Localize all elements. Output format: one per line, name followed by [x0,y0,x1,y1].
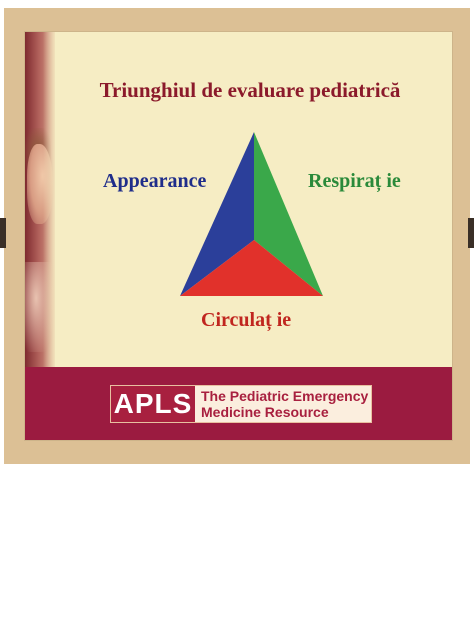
logo-tagline-line2: Medicine Resource [201,404,329,420]
triangle-segment-appearance [180,132,254,296]
slide: Triunghiul de evaluare pediatrică Appear… [25,32,452,440]
assessment-triangle [180,132,323,296]
triangle-segment-respiratie [254,132,323,296]
label-respiratie: Respiraț ie [308,170,401,192]
logo-tagline-line1: The Pediatric Emergency [201,388,369,404]
label-circulatie: Circulaț ie [201,309,292,331]
right-edge-tab [468,218,474,248]
child-photo-strip [25,32,55,367]
logo-abbreviation: APLS [111,386,195,422]
left-edge-tab [0,218,6,248]
apls-logo: APLS The Pediatric Emergency Medicine Re… [110,385,372,423]
triangle-segment-circulatie [180,240,323,296]
footer-banner: APLS The Pediatric Emergency Medicine Re… [25,367,452,440]
slide-title: Triunghiul de evaluare pediatrică [99,78,401,102]
label-appearance: Appearance [103,170,207,192]
